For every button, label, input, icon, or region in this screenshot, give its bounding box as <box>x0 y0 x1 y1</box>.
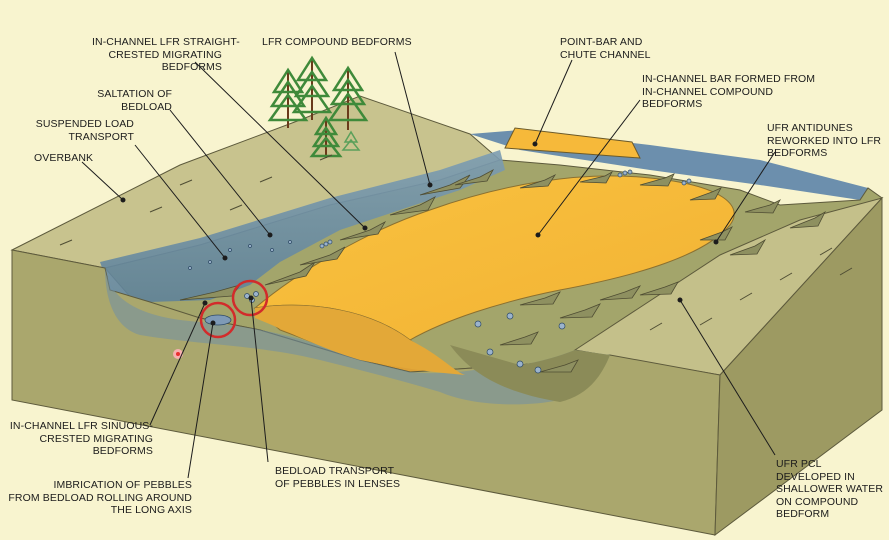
label-imbrication: IMBRICATION OF PEBBLES FROM BEDLOAD ROLL… <box>8 479 192 516</box>
label-suspended: SUSPENDED LOAD TRANSPORT <box>35 118 134 143</box>
channel-water <box>100 150 505 302</box>
channel-front-bed <box>450 345 610 402</box>
highlight-circle-imbrication <box>199 301 237 339</box>
label-overbank: OVERBANK <box>34 152 94 164</box>
label-in-channel-bar: IN-CHANNEL BAR FORMED FROM IN-CHANNEL CO… <box>642 73 816 110</box>
label-saltation: SALTATION OF BEDLOAD <box>97 88 172 113</box>
bank-hatching <box>59 154 853 331</box>
label-ufr-antidunes: UFR ANTIDUNES REWORKED INTO LFR BEDFORMS <box>767 122 882 159</box>
imbricated-pebbles <box>204 314 232 326</box>
highlight-circle-lenses <box>231 279 269 317</box>
label-ufr-pcl: UFR PCL DEVELOPED IN SHALLOWER WATER ON … <box>776 458 884 520</box>
label-bedload-transport: BEDLOAD TRANSPORT OF PEBBLES IN LENSES <box>275 465 401 490</box>
label-lfr-compound: LFR COMPOUND BEDFORMS <box>262 36 412 48</box>
trees <box>267 55 369 158</box>
label-point-bar: POINT-BAR AND CHUTE CHANNEL <box>560 36 651 61</box>
label-in-channel-lfr-straight: IN-CHANNEL LFR STRAIGHT- CRESTED MIGRATI… <box>92 36 240 73</box>
leader-lines <box>81 51 776 479</box>
label-in-channel-lfr-sinuous: IN-CHANNEL LFR SINUOUS- CRESTED MIGRATIN… <box>9 420 153 457</box>
block-front-right <box>714 196 883 537</box>
pebbles <box>188 169 692 374</box>
sand-lens <box>255 305 465 375</box>
bedforms-right <box>499 281 679 373</box>
